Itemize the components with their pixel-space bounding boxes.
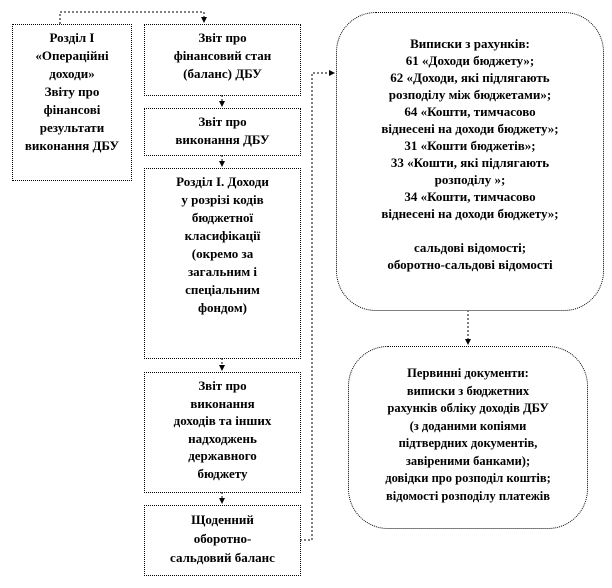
chain-box-execution: Звіт про виконання ДБУ [144, 108, 301, 156]
left-box-text: Розділ І «Операційні доходи» Звіту про ф… [24, 30, 120, 153]
chain-box-income-section: Розділ І. Доходи у розрізі кодів бюджетн… [144, 168, 301, 359]
chain-text: Щоденний оборотно- сальдовий баланс [170, 512, 275, 565]
primary-docs-text: Первинні документи: виписки з бюджетних … [385, 366, 551, 503]
chain-box-state-budget: Звіт про виконання доходів та інших надх… [144, 372, 301, 493]
chain-box-daily-balance: Щоденний оборотно- сальдовий баланс [144, 505, 301, 576]
side-connector [300, 70, 335, 541]
chain-text: Розділ І. Доходи у розрізі кодів бюджетн… [176, 174, 269, 315]
accounts-box: Виписки з рахунків: 61 «Доходи бюджету»;… [336, 12, 604, 311]
chain-text: Звіт про виконання ДБУ [175, 114, 270, 147]
left-box: Розділ І «Операційні доходи» Звіту про ф… [12, 24, 132, 181]
accounts-text: Виписки з рахунків: 61 «Доходи бюджету»;… [381, 36, 559, 272]
chain-box-balance: Звіт про фінансовий стан (баланс) ДБУ [144, 24, 301, 96]
chain-text: Звіт про фінансовий стан (баланс) ДБУ [173, 30, 272, 81]
top-connector [59, 11, 207, 24]
primary-docs-box: Первинні документи: виписки з бюджетних … [348, 346, 588, 529]
chain-text: Звіт про виконання доходів та інших надх… [173, 378, 272, 481]
